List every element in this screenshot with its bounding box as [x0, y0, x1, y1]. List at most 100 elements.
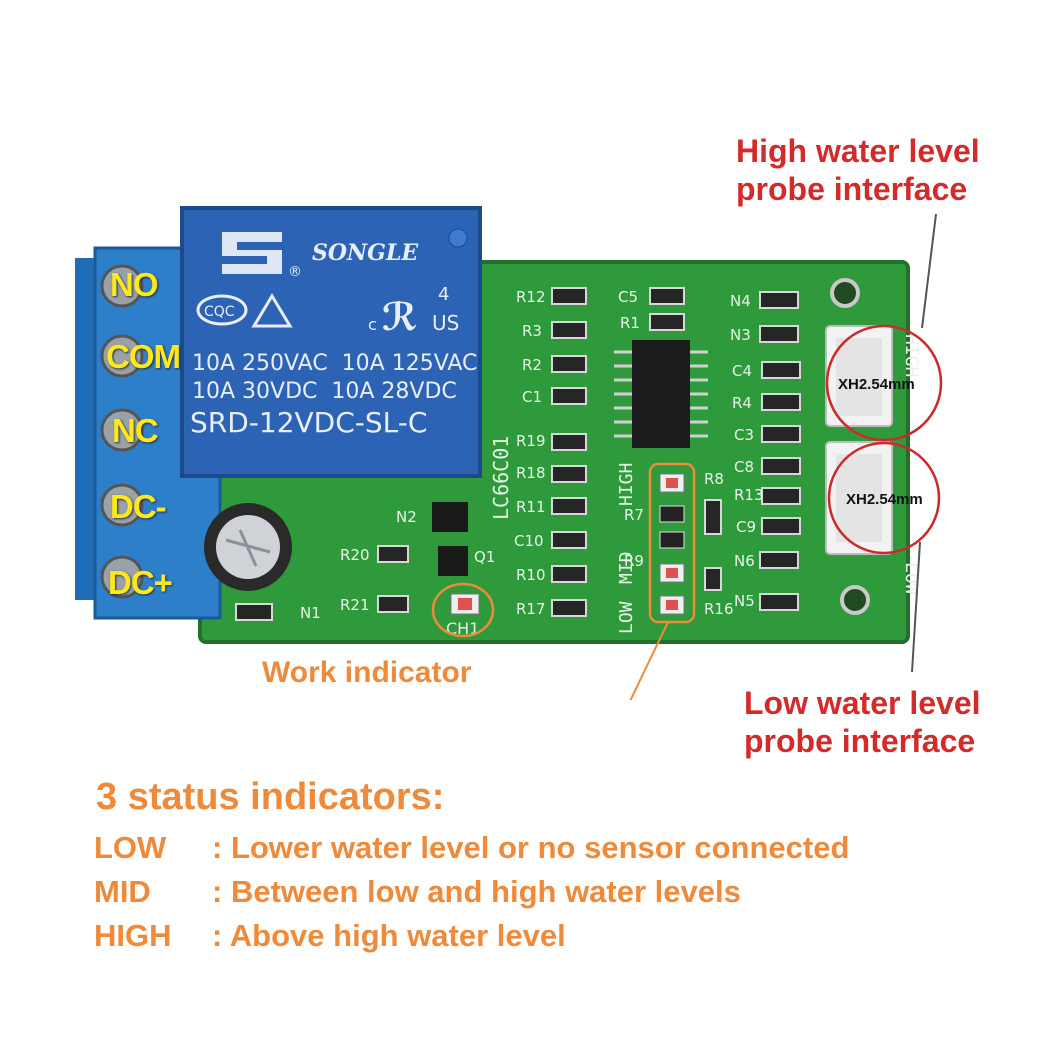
silk-r13: R13 [734, 486, 764, 504]
work-indicator-annotation: Work indicator [262, 656, 472, 689]
low-probe-line2: probe interface [744, 723, 976, 759]
high-tag: HIGH [901, 334, 922, 377]
board-id: LC66C01 [489, 436, 513, 520]
status-leds [659, 473, 685, 615]
silk-n2: N2 [396, 508, 417, 526]
silkscreen-labels: R12 R3 R2 C1 C5 R1 N4 N3 C4 R4 C3 C8 R13… [300, 288, 764, 622]
silk-r4: R4 [732, 394, 752, 412]
silk-r18: R18 [516, 464, 546, 482]
warning-triangle-icon [251, 293, 293, 328]
screw-icon [100, 483, 144, 527]
connector-highlight-top [825, 324, 943, 442]
channel-label: CH1 [446, 619, 479, 638]
screw-icon [100, 555, 144, 599]
silk-r17: R17 [516, 600, 546, 618]
status-sep-mid: : [212, 874, 231, 909]
silk-c8: C8 [734, 458, 754, 476]
silk-r3: R3 [522, 322, 542, 340]
status-leds-highlight [648, 462, 696, 624]
relay-ur-suffix: US [432, 311, 459, 335]
silk-r1: R1 [620, 314, 640, 332]
led-label-high: HIGH [616, 463, 637, 506]
silk-r20: R20 [340, 546, 370, 564]
silk-c5: C5 [618, 288, 638, 306]
silk-r21: R21 [340, 596, 370, 614]
screw-icon [100, 334, 144, 378]
relay-ur-num: 4 [438, 284, 449, 305]
mounting-hole [840, 585, 870, 615]
relay-rating-1: 10A 250VAC 10A 125VAC [192, 351, 477, 376]
songle-logo-icon [222, 232, 282, 274]
relay-model: SRD-12VDC-SL-C [190, 406, 427, 439]
silk-n5: N5 [734, 592, 755, 610]
svg-text:®: ® [288, 264, 302, 280]
terminal-label-nc: NC [112, 412, 159, 449]
silk-n1: N1 [300, 604, 321, 622]
connector-top-label: XH2.54mm [838, 376, 915, 393]
silk-r16: R16 [704, 600, 734, 618]
xh-connector-top [825, 325, 893, 427]
silk-c1: C1 [522, 388, 542, 406]
silk-n6: N6 [734, 552, 755, 570]
led-label-low: LOW [616, 601, 637, 634]
terminal-label-com: COM [106, 338, 181, 375]
leader-line-low [911, 541, 921, 673]
mounting-hole [830, 278, 860, 308]
high-probe-line1: High water level [736, 133, 980, 169]
status-key-high: HIGH [94, 918, 172, 953]
connector-highlight-bottom [827, 441, 941, 555]
silk-r19: R19 [516, 432, 546, 450]
screw-terminal-block [75, 246, 222, 620]
status-row-low: LOW: Lower water level or no sensor conn… [94, 830, 849, 866]
xh-connector-bottom [825, 441, 893, 555]
silk-r8: R8 [704, 470, 724, 488]
electrolytic-capacitor [204, 503, 292, 591]
led-label-mid: MID [616, 551, 637, 584]
work-indicator-highlight [431, 582, 495, 638]
status-key-low: LOW [94, 830, 167, 865]
terminal-label-dc-minus: DC- [110, 488, 167, 525]
silk-r11: R11 [516, 498, 546, 516]
silk-q1: Q1 [474, 548, 495, 566]
screw-icon [100, 264, 144, 308]
low-probe-annotation: Low water level probe interface [744, 684, 981, 760]
relay-module-board: SONGLE ® CQC c ℛ 4 US 10A 250VAC 10A 125… [75, 206, 943, 700]
connector-bottom-label: XH2.54mm [846, 491, 923, 508]
silk-c9: C9 [736, 518, 756, 536]
silk-c10: C10 [514, 532, 544, 550]
terminal-label-no: NO [110, 266, 158, 303]
status-desc-mid: Between low and high water levels [230, 874, 741, 909]
silk-r2: R2 [522, 356, 542, 374]
status-desc-high: Above high water level [229, 918, 566, 953]
status-title: 3 status indicators: [96, 776, 445, 818]
ic-chip [614, 340, 708, 448]
silk-r7: R7 [624, 506, 644, 524]
status-row-mid: MID: Between low and high water levels [94, 874, 741, 910]
transistors [432, 502, 468, 576]
high-probe-line2: probe interface [736, 171, 968, 207]
status-key-mid: MID [94, 874, 151, 909]
status-sep-low: : [212, 830, 231, 865]
relay-ur-prefix: c [368, 315, 377, 334]
leader-line-status [629, 621, 669, 700]
relay-rating-2: 10A 30VDC 10A 28VDC [192, 379, 457, 404]
smd-components [235, 287, 801, 621]
work-indicator-led [450, 593, 480, 615]
status-row-high: HIGH: Above high water level [94, 918, 566, 954]
leader-line-high [921, 213, 937, 329]
silk-r10: R10 [516, 566, 546, 584]
low-probe-line1: Low water level [744, 685, 981, 721]
terminal-label-dc-plus: DC+ [108, 564, 173, 601]
silk-n4: N4 [730, 292, 751, 310]
silk-r12: R12 [516, 288, 546, 306]
high-probe-annotation: High water level probe interface [736, 132, 980, 208]
relay-cert-cqc: CQC [204, 304, 235, 320]
relay: SONGLE ® CQC c ℛ 4 US 10A 250VAC 10A 125… [180, 206, 482, 478]
ur-mark-icon: ℛ [382, 295, 418, 339]
silk-r9: R9 [624, 552, 644, 570]
silk-c4: C4 [732, 362, 752, 380]
silk-c3: C3 [734, 426, 754, 444]
screw-icon [100, 408, 144, 452]
silk-n3: N3 [730, 326, 751, 344]
relay-brand: SONGLE [312, 240, 419, 266]
